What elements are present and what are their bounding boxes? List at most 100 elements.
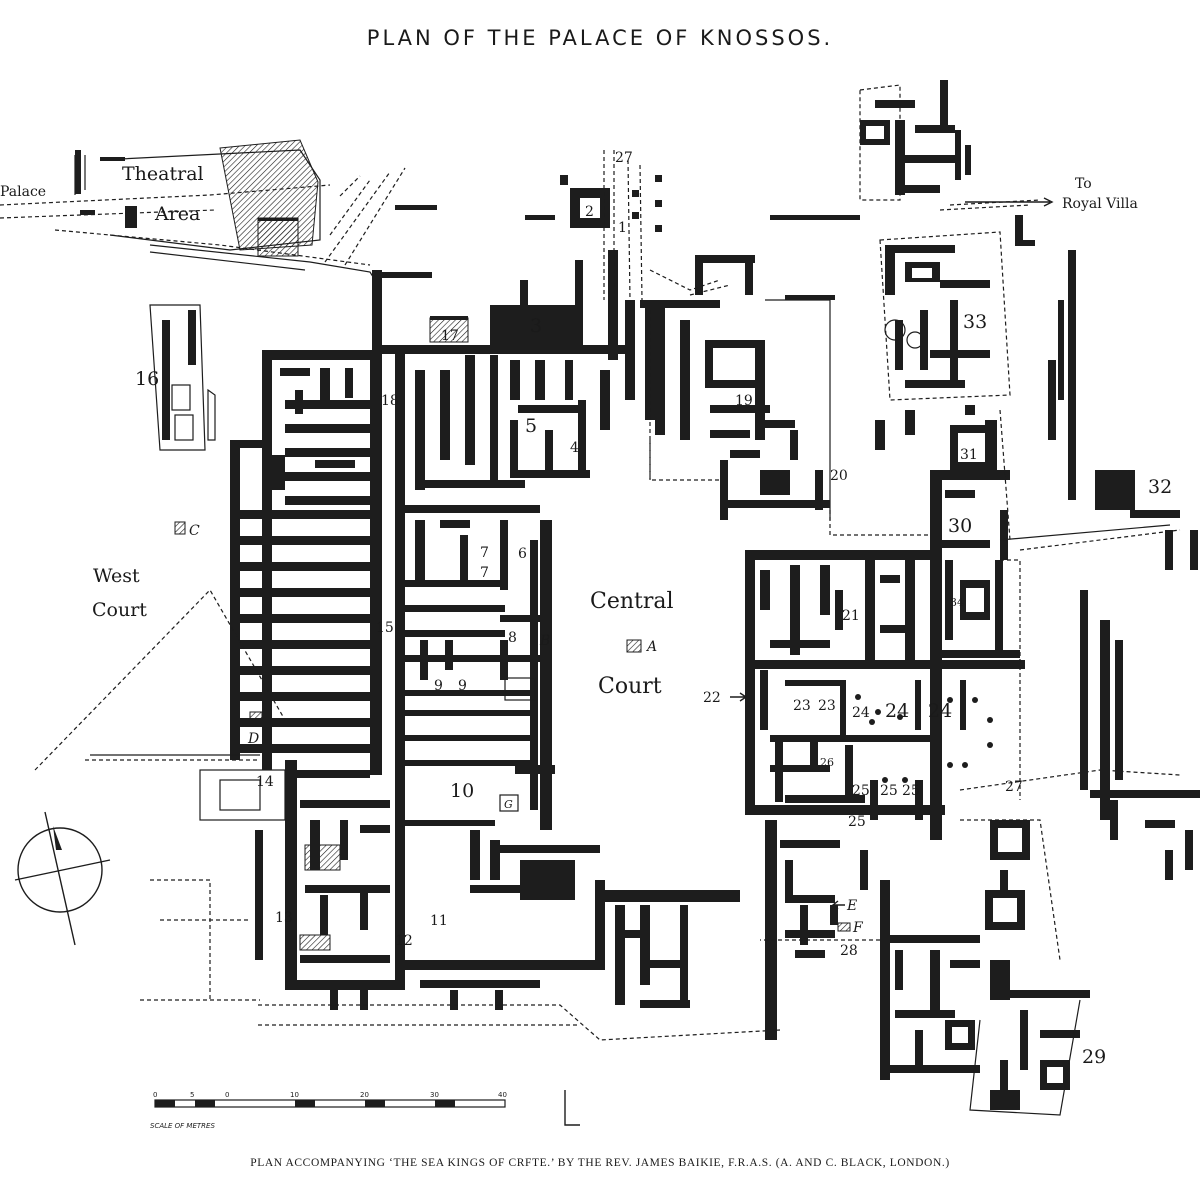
map-title: PLAN OF THE PALACE OF KNOSSOS. [366, 26, 834, 50]
room-25b: 25 [880, 783, 898, 799]
scale-label: SCALE OF METRES [150, 1122, 215, 1130]
central-court-label-line2: Court [598, 674, 662, 699]
marker-F: F [852, 920, 864, 936]
marker-G: G [504, 798, 513, 811]
theatral-area [0, 139, 437, 281]
room-10: 10 [450, 780, 474, 802]
room-1: 1 [618, 220, 627, 236]
theatral-label-line1: Theatral [122, 163, 204, 185]
magazine-wall [240, 562, 370, 571]
room-23a: 23 [793, 698, 811, 714]
room-27a: 27 [615, 150, 633, 166]
central-court-label-line1: Central [590, 589, 674, 614]
west-wing-rooms [372, 250, 627, 985]
room-4: 4 [570, 440, 579, 456]
room-19: 19 [735, 393, 753, 409]
north-entrance [525, 150, 755, 420]
theatral-label-line2: Area [154, 203, 200, 225]
room-25a: 25 [852, 783, 870, 799]
marker-A: A [645, 639, 657, 655]
marker-B: B [539, 633, 550, 649]
room-21: 21 [842, 608, 860, 624]
room-27b: 27 [1005, 779, 1023, 795]
room-11: 11 [430, 913, 448, 929]
scale-tick-0: 0 [153, 1091, 157, 1099]
west-court-label-line2: Court [92, 599, 147, 621]
magazine-wall [240, 640, 370, 649]
map-caption: PLAN ACCOMPANYING ‘THE SEA KINGS OF CRFT… [250, 1157, 950, 1169]
room-34: 34 [950, 596, 964, 609]
marker-D: D [247, 731, 259, 747]
room-31: 31 [960, 447, 978, 463]
room-24a: 24 [852, 705, 870, 721]
room-26: 26 [820, 756, 834, 769]
magazine-wall [240, 744, 370, 753]
room-23b: 23 [818, 698, 836, 714]
room-2: 2 [585, 204, 594, 220]
room-29: 29 [1082, 1046, 1106, 1068]
marker-C: C [189, 523, 200, 539]
room-33-complex [770, 80, 1041, 450]
room-18: 18 [381, 393, 399, 409]
room-3: 3 [530, 315, 542, 337]
magazine-wall [285, 448, 370, 457]
central-south-rooms [600, 890, 740, 1008]
room-28: 28 [840, 943, 858, 959]
west-court-label-line1: West [93, 565, 140, 587]
room-25d: 25 [848, 814, 866, 830]
compass-rose [14, 811, 111, 946]
room-19-block [649, 295, 835, 520]
room-22: 22 [703, 690, 721, 706]
scale-tick-40: 40 [498, 1091, 507, 1099]
room-24c: 24 [928, 700, 952, 722]
magazine-wall [285, 472, 370, 481]
west-court-features [34, 304, 286, 1001]
magazine-wall [295, 770, 370, 778]
south-east-rooms [760, 819, 1090, 1116]
room-20: 20 [830, 468, 848, 484]
far-east-structures [1048, 250, 1200, 880]
letter-markers: A B C D E F G [189, 523, 864, 936]
room-9a: 9 [434, 678, 443, 694]
scale-tick-10: 10 [290, 1091, 299, 1099]
area-labels: Palace Theatral Area West Court Central … [0, 163, 1138, 699]
room-24b: 24 [885, 700, 909, 722]
room-numbers: 1 2 3 4 5 6 7 7 8 9 9 10 11 12 13 14 15 … [135, 150, 1172, 1068]
room-8: 8 [508, 630, 517, 646]
scale-tick-5: 5 [190, 1091, 194, 1099]
room-32: 32 [1148, 476, 1172, 498]
palace-edge-label: Palace [0, 184, 46, 200]
west-magazines [230, 350, 382, 990]
room-17: 17 [441, 328, 459, 344]
room-6: 6 [518, 546, 527, 562]
magazine-wall [240, 692, 370, 701]
room-33: 33 [963, 311, 987, 333]
magazine-wall [285, 496, 370, 505]
scale-tick-0b: 0 [225, 1091, 229, 1099]
room-16: 16 [135, 368, 159, 390]
magazine-wall [240, 614, 370, 623]
room-30: 30 [948, 515, 972, 537]
room-25c: 25 [902, 783, 920, 799]
room-15: 15 [376, 620, 394, 636]
magazine-wall [240, 718, 370, 727]
to-villa-label-line1: To [1075, 176, 1092, 192]
magazine-wall [240, 536, 370, 545]
room-13: 13 [275, 910, 293, 926]
scale-tick-20: 20 [360, 1091, 369, 1099]
room-7b: 7 [480, 565, 489, 581]
scale-bar: 0 5 0 10 20 30 40 SCALE OF METRES [150, 1090, 580, 1130]
to-villa-label-line2: Royal Villa [1062, 196, 1138, 212]
scale-tick-30: 30 [430, 1091, 439, 1099]
magazine-wall [240, 510, 370, 519]
room-7a: 7 [480, 545, 489, 561]
south-west-rooms [258, 800, 781, 1041]
magazine-wall [285, 424, 370, 433]
magazine-wall [240, 666, 370, 675]
magazine-wall [240, 588, 370, 597]
room-5: 5 [525, 415, 537, 437]
room-12: 12 [395, 933, 413, 949]
room-14: 14 [256, 774, 274, 790]
room-9b: 9 [458, 678, 467, 694]
